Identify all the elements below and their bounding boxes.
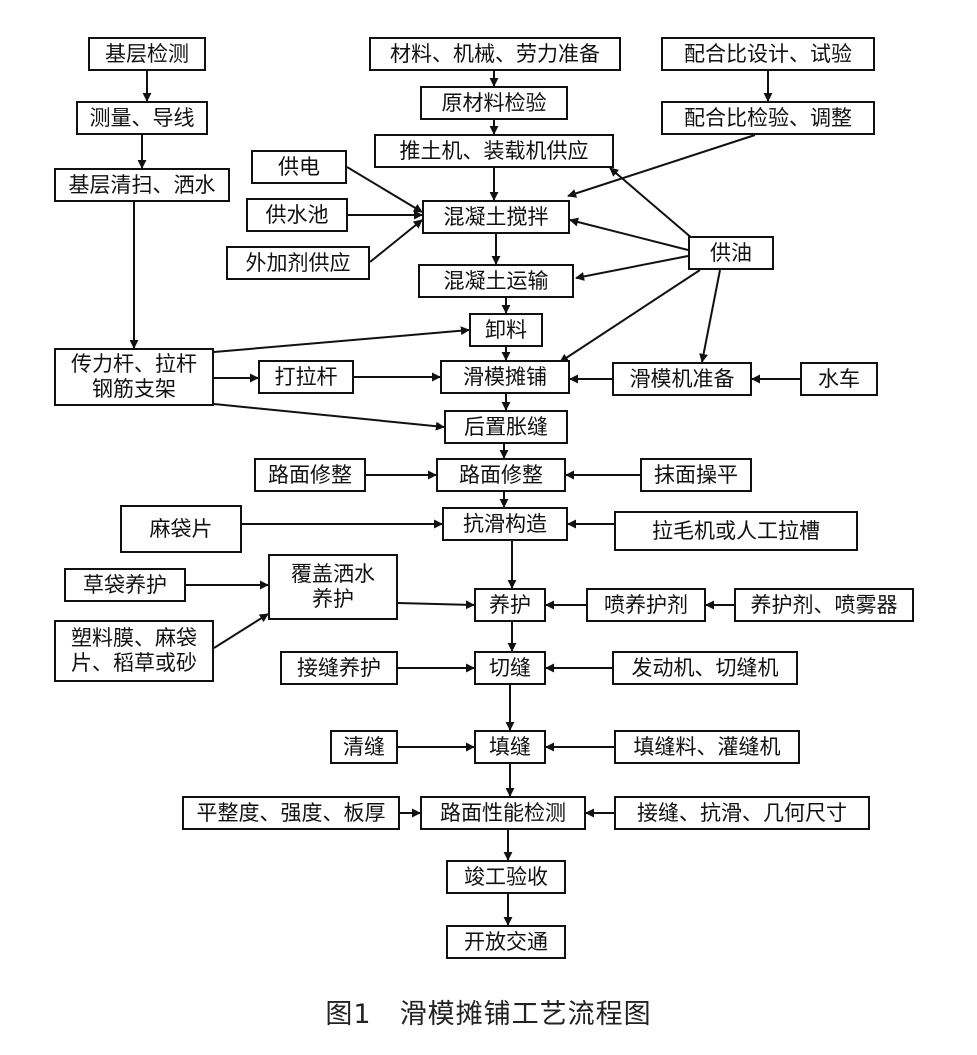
node-flatness: 平整度、强度、板厚 xyxy=(182,796,400,830)
node-water-pool: 供水池 xyxy=(246,198,348,232)
node-cutter: 发动机、切缝机 xyxy=(612,651,798,685)
arrow-dowel-expansion xyxy=(213,403,445,431)
node-curing: 养护 xyxy=(474,588,546,622)
node-film: 塑料膜、麻袋 片、稻草或砂 xyxy=(54,620,214,682)
node-straw: 草袋养护 xyxy=(64,568,186,602)
node-dowel: 传力杆、拉杆 钢筋支架 xyxy=(54,348,214,406)
node-paver-prep: 滑模机准备 xyxy=(612,362,752,396)
node-cutting: 切缝 xyxy=(474,651,546,685)
arrow-film-cover xyxy=(213,613,269,649)
arrow-fuel-loader xyxy=(609,167,701,246)
node-mixing: 混凝土搅拌 xyxy=(422,200,570,234)
node-spray: 喷养护剂 xyxy=(586,588,706,622)
node-cover: 覆盖洒水 养护 xyxy=(268,554,398,620)
node-expansion: 后置胀缝 xyxy=(444,410,568,444)
node-trim-left: 路面修整 xyxy=(254,458,366,492)
arrow-fuel-transport xyxy=(575,255,689,281)
arrow-fuel-mixing xyxy=(569,217,689,251)
node-open: 开放交通 xyxy=(446,925,566,959)
figure-caption: 图1 滑模摊铺工艺流程图 xyxy=(325,999,652,1030)
node-clean: 清缝 xyxy=(330,730,398,764)
node-sprayer: 养护剂、喷雾器 xyxy=(734,588,914,622)
node-base-clean: 基层清扫、洒水 xyxy=(54,168,230,202)
arrow-fuel-paver-prep xyxy=(699,269,721,363)
node-filling: 填缝 xyxy=(474,730,546,764)
node-unload: 卸料 xyxy=(469,313,543,347)
node-transport: 混凝土运输 xyxy=(418,264,574,298)
node-filler: 填缝料、灌缝机 xyxy=(614,730,800,764)
node-texture: 抗滑构造 xyxy=(442,507,568,541)
node-mix-adjust: 配合比检验、调整 xyxy=(661,101,875,135)
arrow-dowel-unload xyxy=(213,326,470,353)
node-water-truck: 水车 xyxy=(800,362,878,396)
node-groove: 拉毛机或人工拉槽 xyxy=(614,511,858,551)
node-performance: 路面性能检测 xyxy=(420,796,586,830)
node-tie-bar: 打拉杆 xyxy=(258,360,354,394)
node-trim: 路面修整 xyxy=(436,458,566,492)
node-acceptance: 竣工验收 xyxy=(446,860,566,894)
node-materials-prep: 材料、机械、劳力准备 xyxy=(369,37,621,71)
node-fuel: 供油 xyxy=(688,236,774,270)
node-mix-design: 配合比设计、试验 xyxy=(661,37,875,71)
node-joint-check: 接缝、抗滑、几何尺寸 xyxy=(614,796,870,830)
node-raw-check: 原材料检验 xyxy=(420,86,568,120)
node-burlap: 麻袋片 xyxy=(120,505,242,553)
arrow-mix-adjust-loader xyxy=(567,134,756,198)
arrow-admixture-mixing xyxy=(369,219,423,263)
node-survey: 测量、导线 xyxy=(76,101,208,135)
node-admixture: 外加剂供应 xyxy=(226,246,370,280)
node-joint-cure: 接缝养护 xyxy=(280,651,398,685)
arrow-power-mixing xyxy=(346,166,423,213)
node-power: 供电 xyxy=(251,150,347,184)
node-paving: 滑模摊铺 xyxy=(440,360,570,394)
node-loader-supply: 推土机、装载机供应 xyxy=(374,134,614,168)
node-float: 抹面操平 xyxy=(640,458,752,492)
arrow-cover-curing xyxy=(397,600,475,610)
node-base-check: 基层检测 xyxy=(88,37,206,71)
arrow-fuel-paving xyxy=(559,269,701,363)
